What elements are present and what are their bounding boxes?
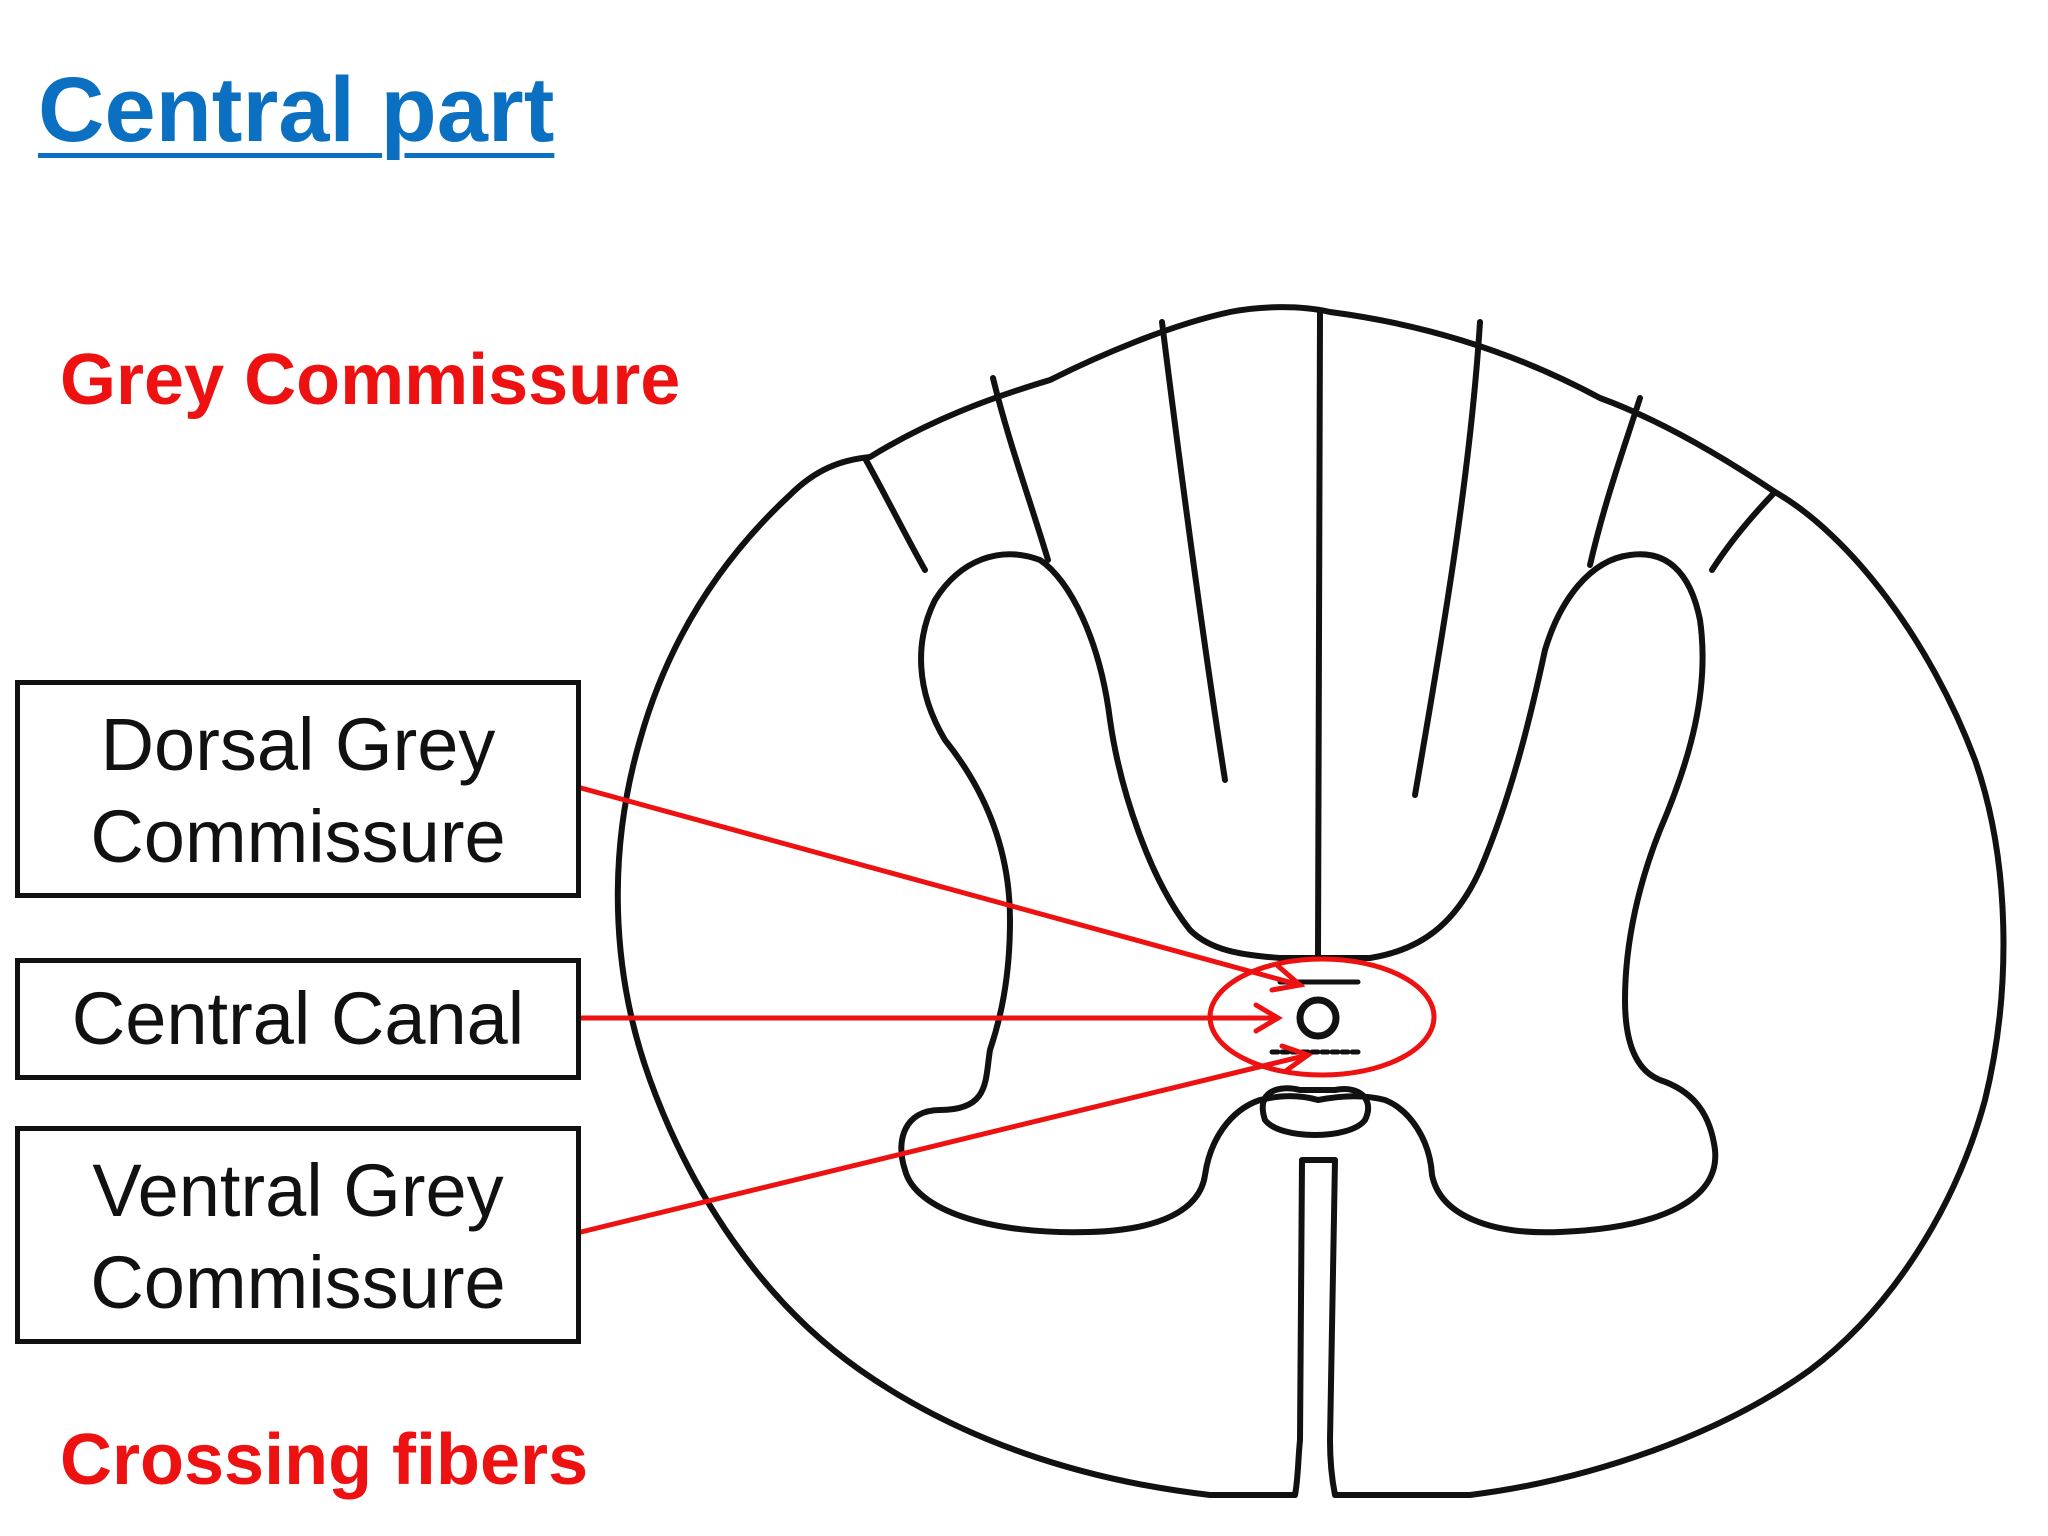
lissauer-right — [1587, 395, 1643, 568]
central-label-text: Central Canal — [71, 977, 525, 1060]
dorsal-grey-commissure-label: Dorsal Grey Commissure — [15, 680, 581, 898]
dorsal-median-septum — [1315, 309, 1323, 958]
ventral-grey-commissure-label: Ventral Grey Commissure — [15, 1126, 581, 1344]
ventral-fissure-cap — [1259, 1085, 1372, 1138]
fasciculus-gracilis-left — [1159, 319, 1228, 783]
slide-title: Central part — [38, 59, 555, 161]
grey-commissure-heading: Grey Commissure — [60, 340, 681, 420]
pointer-central-head — [1253, 1002, 1283, 1034]
central-canal-label: Central Canal — [15, 958, 581, 1080]
pointer-ventral — [578, 1052, 1311, 1235]
central-canal-ring — [1296, 996, 1340, 1040]
pointer-dorsal-head — [1269, 963, 1306, 993]
ventral-label-line-2: Commissure — [90, 1241, 506, 1324]
ventral-label-line-1: Ventral Grey — [92, 1149, 504, 1232]
fasciculus-gracilis-right — [1412, 319, 1483, 798]
posterolateral-left — [863, 457, 928, 573]
pointer-dorsal — [578, 785, 1303, 988]
posterolateral-right — [1709, 489, 1778, 573]
dorsal-label-line-1: Dorsal Grey — [100, 703, 496, 786]
lissauer-left — [990, 375, 1051, 563]
dorsal-label-line-2: Commissure — [90, 795, 506, 878]
grey-matter-outline — [898, 551, 1719, 1236]
pointer-ventral-head — [1279, 1043, 1314, 1073]
crossing-fibers-heading: Crossing fibers — [60, 1420, 589, 1500]
cord-outline — [614, 304, 2007, 1498]
